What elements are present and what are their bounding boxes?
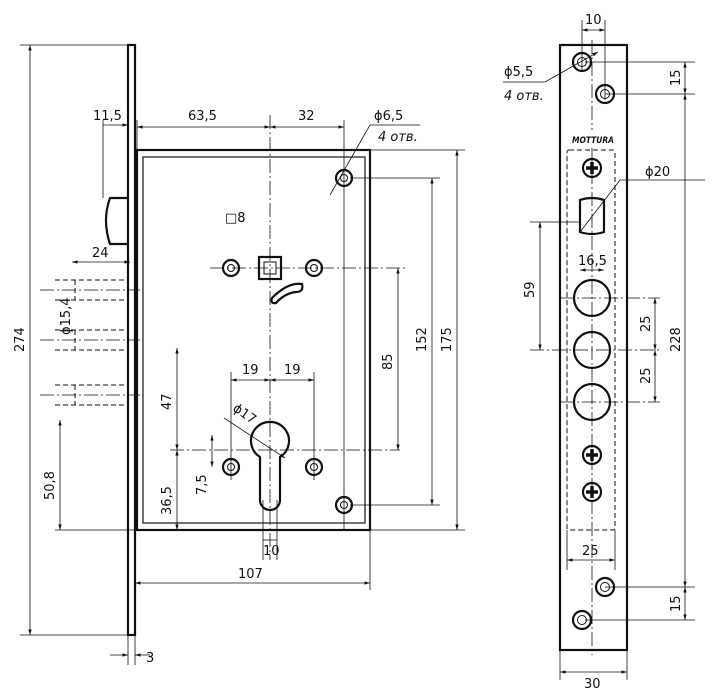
side-dim-25-c: 25 xyxy=(582,544,599,559)
side-dim-15-top: 15 xyxy=(669,69,684,86)
case-outline xyxy=(566,149,616,531)
side-view: MOTTURA xyxy=(503,13,705,690)
dim-36-5: 36,5 xyxy=(160,486,175,515)
side-holes-count-label: 4 отв. xyxy=(504,89,544,104)
screws xyxy=(581,157,603,503)
dim-50-8: 50,8 xyxy=(43,471,58,500)
front-view: 11,5 63,5 32 ϕ6,5 4 отв. □8 24 ϕ15,4 274… xyxy=(13,43,465,666)
holes-count-label: 4 отв. xyxy=(378,130,418,145)
dim-bolt-15-4: ϕ15,4 xyxy=(59,297,74,335)
side-dim-20: ϕ20 xyxy=(645,165,670,180)
dim-32: 32 xyxy=(298,109,315,124)
slot xyxy=(270,282,304,305)
dim-152: 152 xyxy=(415,327,430,352)
dim-63-5: 63,5 xyxy=(188,109,217,124)
dim-11-5: 11,5 xyxy=(93,109,122,124)
lock-case xyxy=(135,148,372,532)
dim-175: 175 xyxy=(440,327,455,352)
dim-19-left: 19 xyxy=(242,363,259,378)
side-dim-25-b: 25 xyxy=(639,367,654,384)
spindle-hub xyxy=(257,255,283,281)
dim-7-5: 7,5 xyxy=(195,474,210,495)
dim-47: 47 xyxy=(160,393,175,410)
side-dim-25-a: 25 xyxy=(639,315,654,332)
dim-274: 274 xyxy=(13,327,28,352)
dim-3: 3 xyxy=(146,651,154,666)
side-dim-59: 59 xyxy=(523,281,538,298)
dim-107: 107 xyxy=(238,567,263,582)
dim-19-right: 19 xyxy=(284,363,301,378)
dim-24: 24 xyxy=(92,246,109,261)
latch-opening xyxy=(578,196,606,236)
dim-cylinder-17: ϕ17 xyxy=(230,401,259,428)
dim-10: 10 xyxy=(263,544,280,559)
dim-square-8: □8 xyxy=(225,211,246,226)
cylinder-hole xyxy=(249,420,291,512)
faceplate-side xyxy=(558,43,629,652)
side-dim-30: 30 xyxy=(584,677,601,690)
side-dim-10: 10 xyxy=(585,13,602,28)
side-dim-15-bottom: 15 xyxy=(669,595,684,612)
brand-logo: MOTTURA xyxy=(572,136,614,146)
side-dim-228: 228 xyxy=(669,327,684,352)
dim-hole-6-5: ϕ6,5 xyxy=(374,109,403,124)
dim-85: 85 xyxy=(381,353,396,370)
latch-bolt xyxy=(104,196,128,246)
side-dim-hole-5-5: ϕ5,5 xyxy=(504,65,533,80)
side-dim-16-5: 16,5 xyxy=(578,254,607,269)
